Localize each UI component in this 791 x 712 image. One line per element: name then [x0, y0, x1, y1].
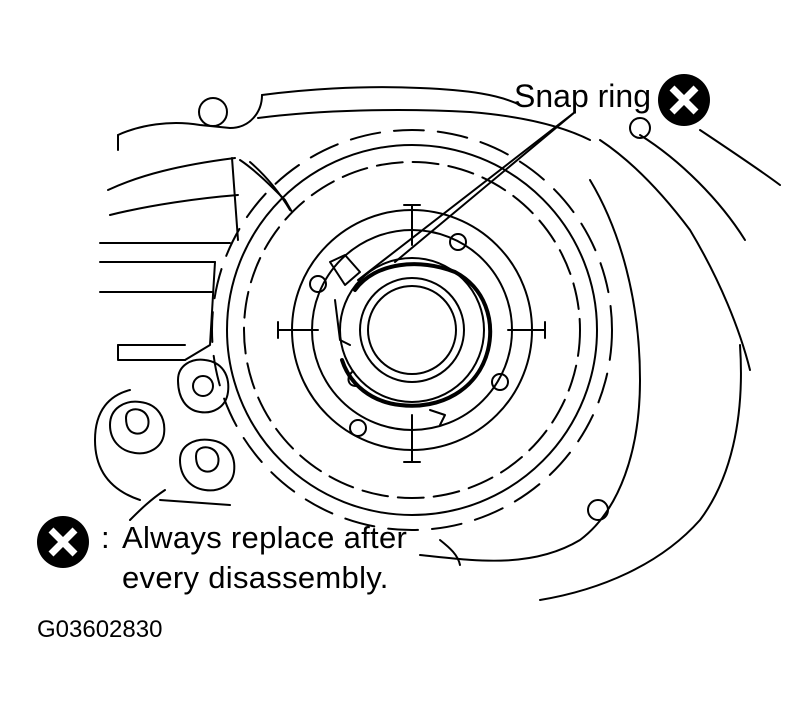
snap-ring-leader [357, 111, 576, 281]
hub-assembly [329, 254, 493, 426]
clutch-drum [211, 129, 613, 531]
figure-code: G03602830 [37, 616, 163, 643]
housing-outline [94, 86, 781, 601]
legend-replace-mark-icon [37, 516, 89, 568]
legend-text-line2: every disassembly. [122, 560, 389, 595]
replace-mark-icon [658, 74, 710, 126]
leader-second-stroke [394, 111, 576, 263]
snap-ring-label: Snap ring [514, 78, 651, 114]
legend-separator: : [101, 520, 110, 555]
legend-text-line1: Always replace after [122, 520, 408, 555]
snap-ring [340, 262, 493, 408]
bolt-holes [198, 97, 651, 521]
mounting-lugs [109, 358, 236, 492]
retainer-plate [277, 204, 546, 463]
